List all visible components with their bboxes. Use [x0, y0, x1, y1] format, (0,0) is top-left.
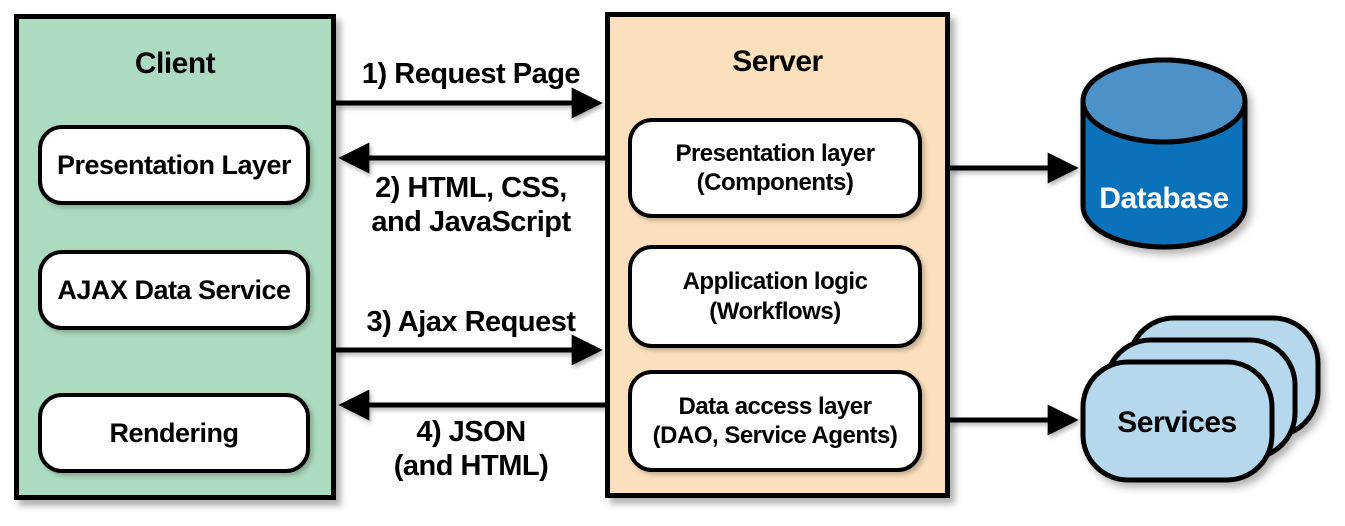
client-rendering-label: Rendering: [109, 417, 239, 448]
server-application-logic-label: Application logic (Workflows): [682, 268, 868, 325]
client-presentation-layer-label: Presentation Layer: [56, 149, 292, 180]
flow-label-html-css-js: 2) HTML, CSS, and JavaScript: [371, 172, 571, 238]
server-container: Server Presentation layer (Components) A…: [605, 12, 950, 498]
services-label: Services: [1117, 406, 1236, 439]
server-data-access-layer-label: Data access layer (DAO, Service Agents): [652, 392, 898, 449]
flow-label-json-html: 4) JSON (and HTML): [393, 416, 549, 482]
client-ajax-data-service-label: AJAX Data Service: [57, 274, 291, 305]
database-cylinder: Database: [1080, 57, 1248, 250]
client-ajax-data-service-box: AJAX Data Service: [38, 250, 310, 330]
services-box-front: [1080, 359, 1275, 483]
database-top-ellipse: [1080, 57, 1248, 145]
database-label: Database: [1099, 182, 1228, 215]
services-box-back: [1126, 315, 1321, 439]
services-box-middle: [1103, 337, 1298, 461]
client-container: Client Presentation Layer AJAX Data Serv…: [14, 14, 336, 500]
client-title: Client: [134, 47, 216, 80]
flow-label-request-page: 1) Request Page: [361, 58, 581, 90]
server-presentation-layer-label: Presentation layer (Components): [675, 139, 875, 196]
client-rendering-box: Rendering: [38, 393, 310, 473]
flow-label-ajax-request: 3) Ajax Request: [366, 306, 577, 338]
services-stack: Services: [1080, 315, 1321, 483]
server-application-logic-box: Application logic (Workflows): [628, 245, 922, 348]
database-body: [1080, 57, 1248, 250]
server-presentation-layer-box: Presentation layer (Components): [628, 118, 922, 218]
server-title: Server: [732, 45, 823, 78]
client-presentation-layer-box: Presentation Layer: [38, 125, 310, 205]
server-data-access-layer-box: Data access layer (DAO, Service Agents): [628, 370, 922, 472]
